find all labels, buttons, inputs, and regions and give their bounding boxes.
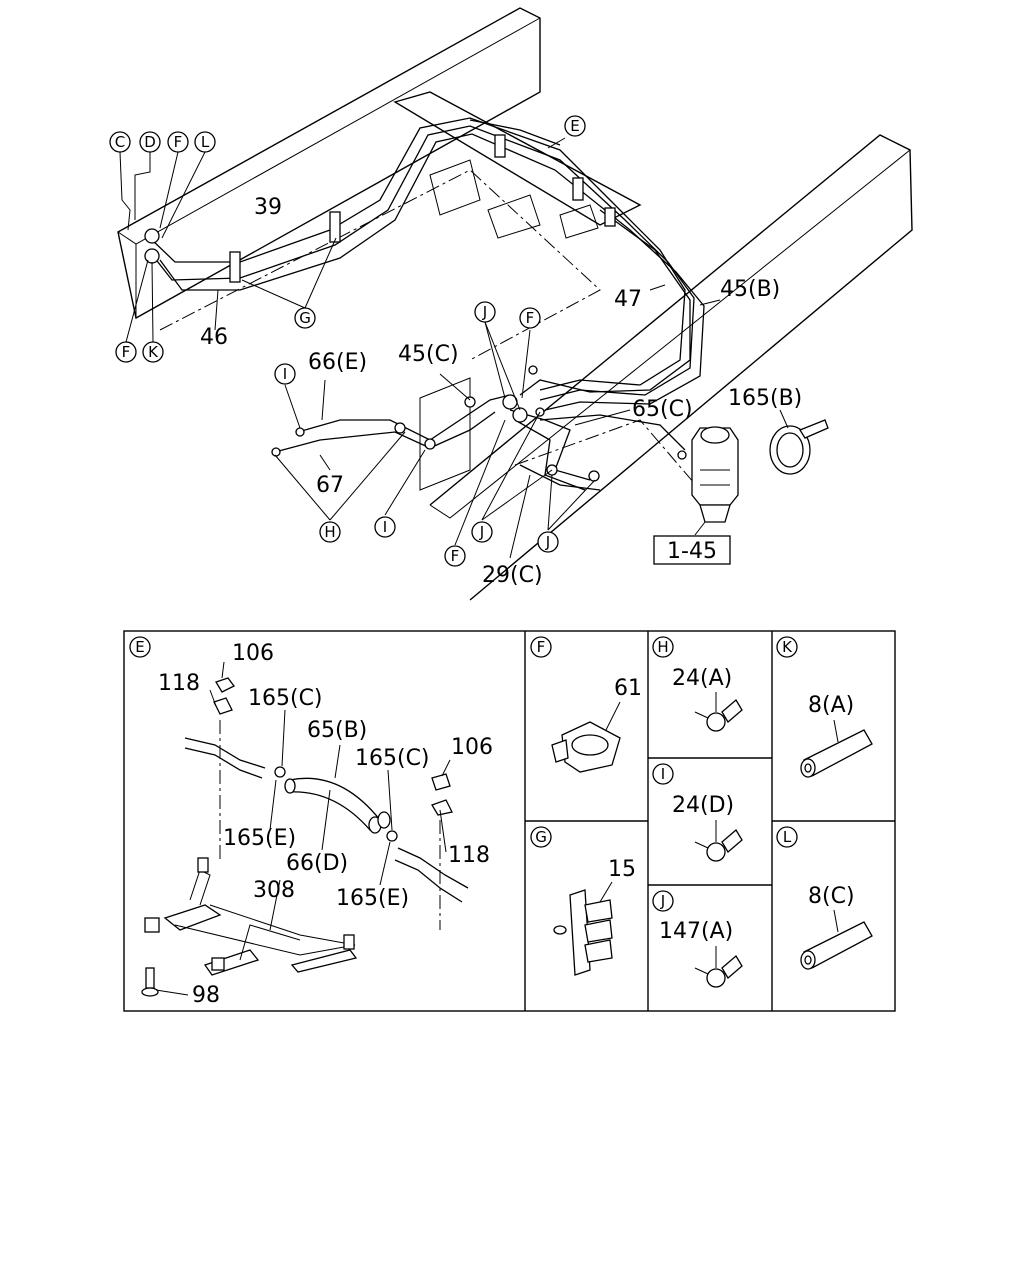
svg-text:F: F xyxy=(122,343,131,361)
valve-assembly xyxy=(691,426,739,523)
label-65b: 65(B) xyxy=(307,718,367,743)
svg-text:J: J xyxy=(482,303,487,321)
label-65c: 65(C) xyxy=(632,397,693,422)
main-labels: 39 46 47 45(B) 66(E) 45(C) 67 65(C) 165(… xyxy=(200,195,802,588)
svg-text:I: I xyxy=(661,765,665,783)
main-callouts: C D F L F K G E I H I J F F J J xyxy=(109,115,586,567)
label-8a: 8(A) xyxy=(808,693,854,718)
label-66e: 66(E) xyxy=(308,350,367,375)
label-118a: 118 xyxy=(158,671,200,696)
label-106a: 106 xyxy=(232,641,274,666)
svg-text:J: J xyxy=(545,533,550,551)
detail-panel-k: K 8(A) xyxy=(776,636,873,778)
label-165c-b: 165(C) xyxy=(355,746,430,771)
svg-text:C: C xyxy=(115,133,125,151)
callout-c-top: C xyxy=(109,131,131,153)
clips-and-fittings xyxy=(144,134,687,482)
detail-panel-g: G 15 xyxy=(530,826,636,976)
label-45b: 45(B) xyxy=(720,277,780,302)
svg-text:E: E xyxy=(135,638,144,656)
callout-g: G xyxy=(294,307,316,329)
panel-g-tag: G xyxy=(530,826,552,848)
label-8c: 8(C) xyxy=(808,884,855,909)
callout-e-top: E xyxy=(564,115,586,137)
callout-i-mid: I xyxy=(374,516,396,538)
panel-h-tag: H xyxy=(652,636,674,658)
label-29c: 29(C) xyxy=(482,563,543,588)
callout-l-top: L xyxy=(194,131,216,153)
detail-panel-f: F 61 xyxy=(530,636,642,773)
detail-panel-l: L 8(C) xyxy=(776,826,873,970)
svg-text:D: D xyxy=(144,133,156,151)
callout-k-left: K xyxy=(142,341,164,363)
panel-e-tag: E xyxy=(129,636,151,658)
label-106b: 106 xyxy=(451,735,493,760)
hose-clamp-165b xyxy=(769,419,829,475)
svg-text:K: K xyxy=(782,638,793,656)
label-24a: 24(A) xyxy=(672,666,732,691)
svg-text:G: G xyxy=(535,828,547,846)
svg-text:F: F xyxy=(537,638,546,656)
callout-f-left: F xyxy=(115,341,137,363)
svg-text:K: K xyxy=(148,343,159,361)
callout-f-mid: F xyxy=(519,307,541,329)
label-98: 98 xyxy=(192,983,220,1008)
label-66d: 66(D) xyxy=(286,851,348,876)
svg-text:F: F xyxy=(526,309,535,327)
label-165b: 165(B) xyxy=(728,386,802,411)
svg-text:H: H xyxy=(657,638,668,656)
callout-d-top: D xyxy=(139,131,161,153)
callout-f-bot: F xyxy=(444,545,466,567)
label-147a: 147(A) xyxy=(659,919,733,944)
svg-text:J: J xyxy=(479,523,484,541)
label-165c-a: 165(C) xyxy=(248,686,323,711)
panel-l-tag: L xyxy=(776,826,798,848)
panel-j-tag: J xyxy=(652,890,674,912)
label-308: 308 xyxy=(253,878,295,903)
callout-j-top: J xyxy=(474,301,496,323)
svg-text:E: E xyxy=(570,117,579,135)
svg-text:I: I xyxy=(383,518,387,536)
label-47: 47 xyxy=(614,287,642,312)
ref-box-text: 1-45 xyxy=(667,539,717,564)
svg-text:L: L xyxy=(201,133,210,151)
label-67: 67 xyxy=(316,473,344,498)
callout-h: H xyxy=(319,521,341,543)
callout-f-top: F xyxy=(167,131,189,153)
callout-i-left: I xyxy=(274,363,296,385)
detail-panel-h: H 24(A) xyxy=(652,636,743,732)
svg-text:J: J xyxy=(660,892,665,910)
leader-lines xyxy=(119,137,789,559)
callout-j-mid: J xyxy=(471,521,493,543)
detail-panel-i: I 24(D) xyxy=(652,763,743,862)
svg-text:H: H xyxy=(324,523,335,541)
detail-frame xyxy=(123,630,896,1012)
detail-panel-j: J 147(A) xyxy=(652,890,743,988)
label-45c: 45(C) xyxy=(398,342,459,367)
label-24d: 24(D) xyxy=(672,793,734,818)
svg-text:F: F xyxy=(174,133,183,151)
panel-k-tag: K xyxy=(776,636,798,658)
label-39: 39 xyxy=(254,195,282,220)
svg-text:G: G xyxy=(299,309,311,327)
label-61: 61 xyxy=(614,676,642,701)
label-118b: 118 xyxy=(448,843,490,868)
label-15: 15 xyxy=(608,857,636,882)
label-46: 46 xyxy=(200,325,228,350)
panel-i-tag: I xyxy=(652,763,674,785)
label-165e-b: 165(E) xyxy=(336,886,409,911)
detail-panel-e: E 106 118 165(C) xyxy=(129,636,493,1008)
svg-text:L: L xyxy=(783,828,792,846)
svg-text:I: I xyxy=(283,365,287,383)
panel-f-tag: F xyxy=(530,636,552,658)
callout-j-bot: J xyxy=(537,531,559,553)
ref-box xyxy=(653,535,731,565)
frame-rails xyxy=(117,7,913,601)
label-165e-a: 165(E) xyxy=(223,826,296,851)
svg-text:F: F xyxy=(451,547,460,565)
